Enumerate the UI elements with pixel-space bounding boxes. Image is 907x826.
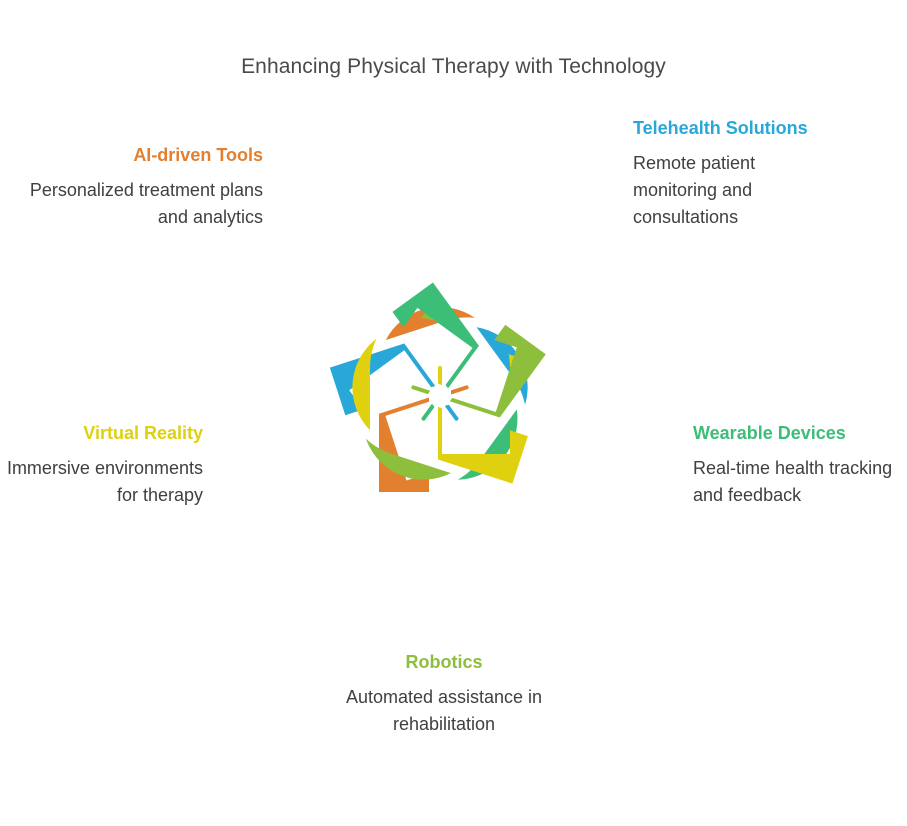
- node-heading-virtual-reality: Virtual Reality: [83, 423, 203, 443]
- node-wearable-devices: Wearable Devices Real-time health tracki…: [693, 420, 907, 509]
- node-description-telehealth-solutions: Remote patient monitoring and consultati…: [633, 153, 756, 227]
- node-heading-wearable-devices: Wearable Devices: [693, 423, 846, 443]
- page-title: Enhancing Physical Therapy with Technolo…: [241, 55, 666, 78]
- node-robotics: Robotics Automated assistance in rehabil…: [344, 649, 544, 738]
- node-heading-ai-driven-tools: AI-driven Tools: [133, 145, 263, 165]
- interlocking-knot-diagram: [210, 158, 670, 608]
- node-description-wearable-devices: Real-time health tracking and feedback: [693, 458, 893, 505]
- node-ai-driven-tools: AI-driven Tools Personalized treatment p…: [22, 142, 263, 231]
- node-heading-robotics: Robotics: [405, 652, 483, 672]
- knot-svg: [210, 158, 670, 608]
- node-description-robotics: Automated assistance in rehabilitation: [345, 687, 543, 734]
- node-heading-telehealth-solutions: Telehealth Solutions: [633, 118, 808, 138]
- node-virtual-reality: Virtual Reality Immersive environments f…: [0, 420, 203, 509]
- node-telehealth-solutions: Telehealth Solutions Remote patient moni…: [633, 115, 843, 231]
- node-description-virtual-reality: Immersive environments for therapy: [6, 458, 203, 505]
- node-description-ai-driven-tools: Personalized treatment plans and analyti…: [29, 180, 263, 227]
